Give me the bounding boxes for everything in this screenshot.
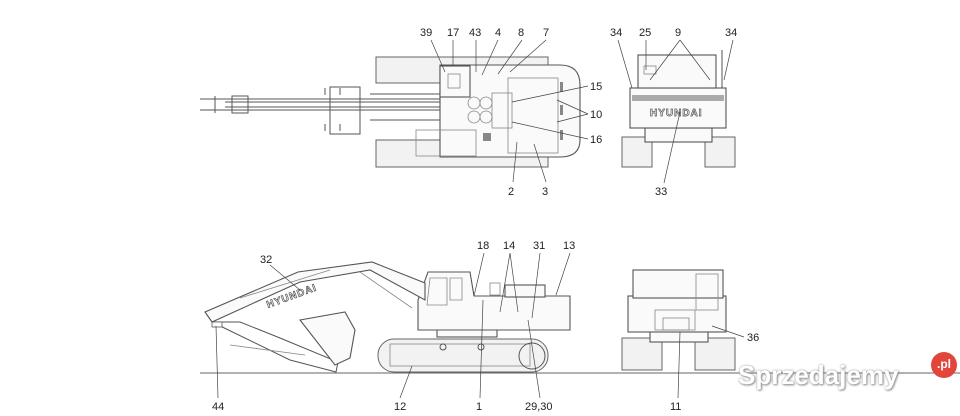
rear-view-lower <box>621 269 736 371</box>
top-view <box>200 56 581 168</box>
callout-9: 9 <box>675 27 681 39</box>
callout-34-right: 34 <box>725 27 737 39</box>
callout-2: 2 <box>508 186 514 198</box>
callout-34-left: 34 <box>610 27 622 39</box>
callout-33: 33 <box>655 186 667 198</box>
callout-16: 16 <box>590 134 602 146</box>
upper-body-side <box>417 271 571 331</box>
rear-view-lower-labels: 36 11 <box>670 325 759 413</box>
arm-top <box>200 96 440 113</box>
callout-7: 7 <box>543 27 549 39</box>
callout-15: 15 <box>590 81 602 93</box>
callout-3: 3 <box>542 186 548 198</box>
top-view-labels: 39 17 43 4 8 7 15 10 16 2 3 <box>420 27 602 198</box>
callout-39: 39 <box>420 27 432 39</box>
callout-32: 32 <box>260 254 272 266</box>
rear-view-upper-labels: 34 25 9 34 33 <box>610 27 737 198</box>
side-track <box>377 338 549 373</box>
callout-4: 4 <box>495 27 501 39</box>
callout-44: 44 <box>212 401 224 413</box>
callout-8: 8 <box>518 27 524 39</box>
callout-13: 13 <box>563 240 575 252</box>
upper-structure <box>439 64 581 158</box>
callout-36: 36 <box>747 332 759 344</box>
callout-29-30: 29,30 <box>525 401 553 413</box>
callout-25: 25 <box>639 27 651 39</box>
callout-1: 1 <box>476 401 482 413</box>
rear-view-upper: HYUNDAI <box>621 50 736 168</box>
callout-14: 14 <box>503 240 515 252</box>
callout-10: 10 <box>590 109 602 121</box>
bucket-side <box>299 311 356 366</box>
callout-17: 17 <box>447 27 459 39</box>
side-view-labels: 32 18 14 31 13 44 12 1 29,30 <box>212 240 575 413</box>
callout-12: 12 <box>394 401 406 413</box>
callout-31: 31 <box>533 240 545 252</box>
hydraulic-tank <box>491 92 513 129</box>
callout-43: 43 <box>469 27 481 39</box>
callout-18: 18 <box>477 240 489 252</box>
engine-hood <box>507 77 559 154</box>
boom-side <box>204 261 426 323</box>
watermark-badge: .pl <box>931 352 957 378</box>
tool-box <box>415 129 477 157</box>
watermark-text: Sprzedajemy <box>738 360 899 390</box>
boom-top <box>329 86 440 135</box>
hyundai-logo-rear: HYUNDAI <box>650 108 703 119</box>
side-view: HYUNDAI <box>204 261 571 373</box>
callout-11: 11 <box>670 401 681 413</box>
